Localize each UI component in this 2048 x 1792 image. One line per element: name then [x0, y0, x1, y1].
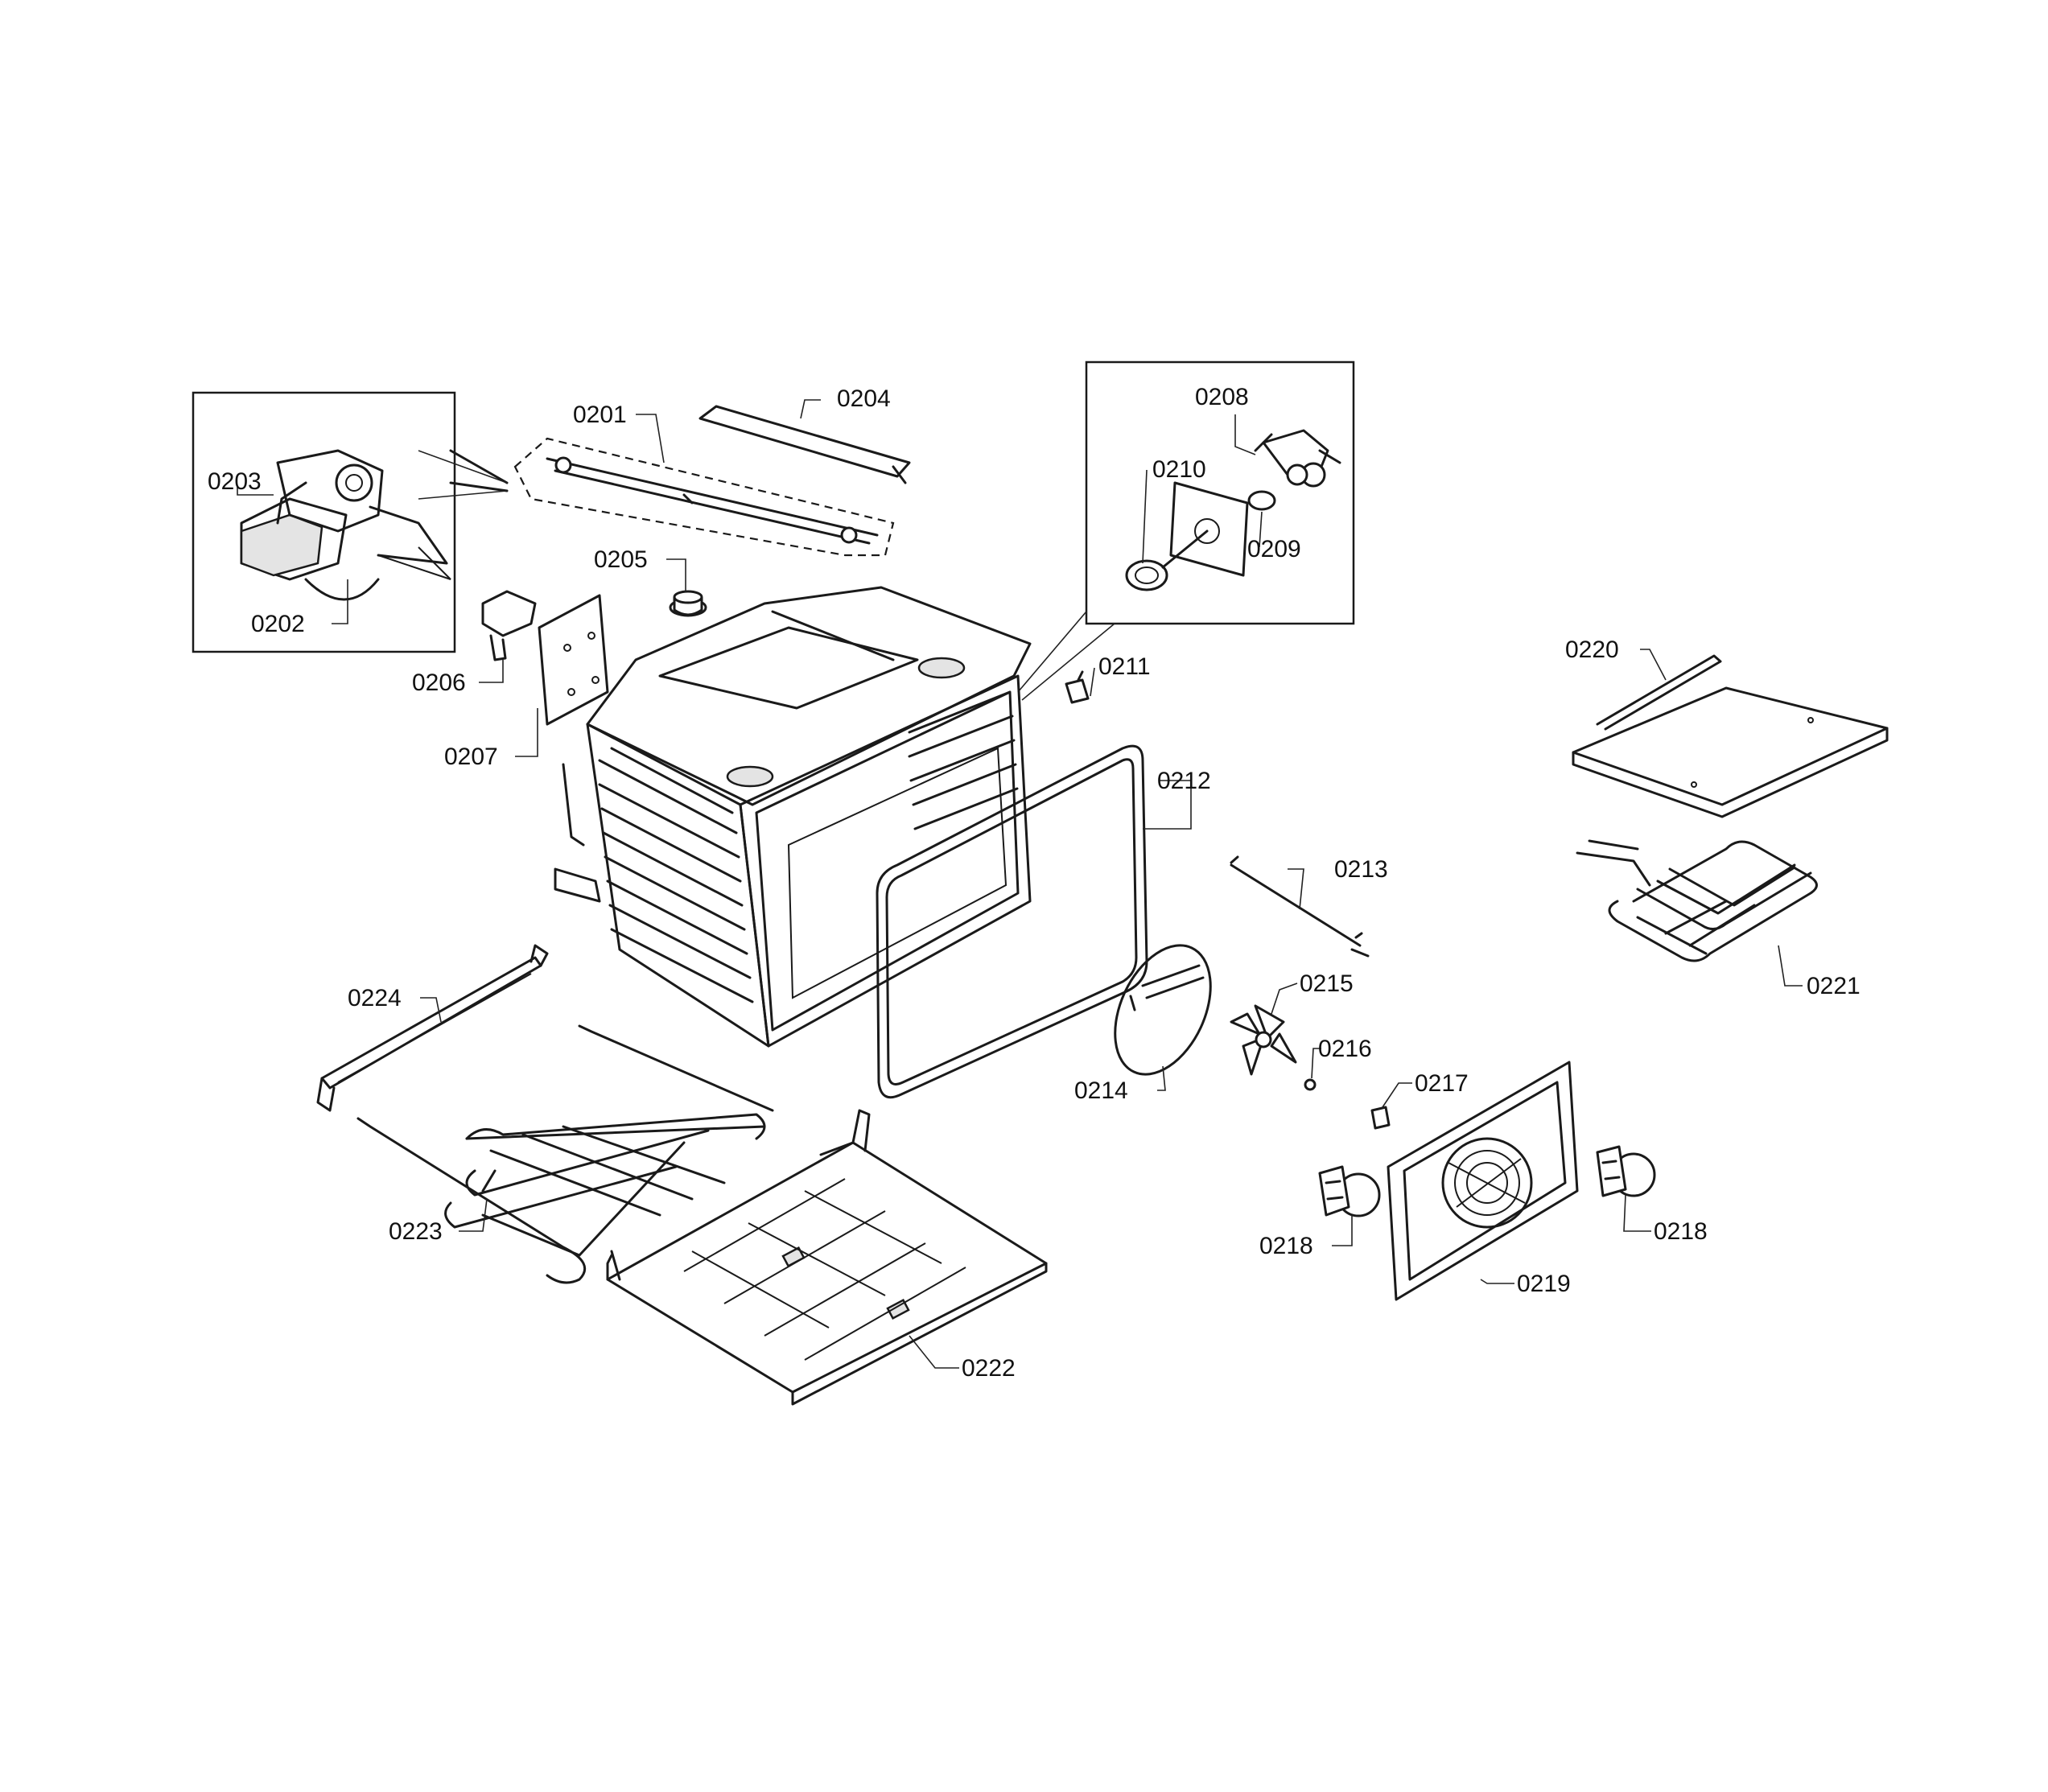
callout-0208: 0208: [1195, 384, 1249, 410]
callout-0217: 0217: [1415, 1070, 1469, 1097]
callout-0221: 0221: [1807, 973, 1861, 999]
callout-0212: 0212: [1157, 768, 1211, 794]
callout-0214: 0214: [1074, 1077, 1128, 1104]
callout-0213: 0213: [1334, 856, 1388, 883]
callout-0206: 0206: [412, 669, 466, 696]
part-0222-bottom-panel: [606, 1109, 1048, 1406]
callout-0207: 0207: [444, 744, 498, 770]
callout-0218-right: 0218: [1654, 1218, 1708, 1245]
callout-0222: 0222: [962, 1355, 1016, 1382]
callout-0218-left: 0218: [1259, 1233, 1313, 1259]
part-0223-bake-element: [356, 1024, 774, 1284]
callout-0204: 0204: [837, 385, 891, 412]
part-0218-lamp-right: [1596, 1145, 1656, 1197]
callout-0215: 0215: [1300, 970, 1354, 997]
callout-0209: 0209: [1247, 536, 1301, 562]
part-0201-rail: [513, 437, 895, 557]
callout-0210: 0210: [1152, 456, 1206, 483]
part-0206-connector: [481, 590, 537, 661]
part-0217-spacer: [1370, 1106, 1391, 1130]
part-0211-pin: [1065, 670, 1090, 704]
callout-labels: 0201 0202 0203 0204 0205 0206 0207 0208 …: [208, 384, 1861, 1382]
part-0212-gasket: [876, 744, 1148, 1099]
part-0214-ring-element: [1114, 944, 1212, 1076]
part-0218-lamp-left: [1318, 1165, 1381, 1217]
part-0213-rod: [1230, 855, 1370, 958]
inset-sensor-assembly: [1085, 360, 1355, 625]
inset-latch-assembly: [192, 391, 509, 653]
part-0224-bracket: [316, 944, 549, 1112]
part-0220-tray: [1572, 654, 1889, 818]
callout-0201: 0201: [573, 402, 627, 428]
callout-0211: 0211: [1098, 653, 1151, 680]
callout-0220: 0220: [1565, 636, 1619, 663]
callout-0202: 0202: [251, 611, 305, 637]
callout-0224: 0224: [348, 985, 402, 1011]
callout-0205: 0205: [594, 546, 648, 573]
callout-0219: 0219: [1517, 1271, 1571, 1297]
leader-lines: [237, 399, 1803, 1369]
callout-0223: 0223: [389, 1218, 443, 1245]
part-0204-cover-bar: [698, 405, 911, 484]
callout-0216: 0216: [1318, 1036, 1372, 1062]
part-0219-fan-cover: [1387, 1061, 1579, 1301]
part-0215-fan-blade: [1230, 1004, 1297, 1076]
part-0216-nut: [1304, 1078, 1317, 1091]
part-0207-plate: [538, 594, 609, 726]
part-0221-broil-element: [1576, 839, 1818, 962]
part-0205-knob: [669, 590, 707, 617]
callout-0203: 0203: [208, 468, 262, 495]
oven-cavity-body: [554, 586, 1032, 1048]
